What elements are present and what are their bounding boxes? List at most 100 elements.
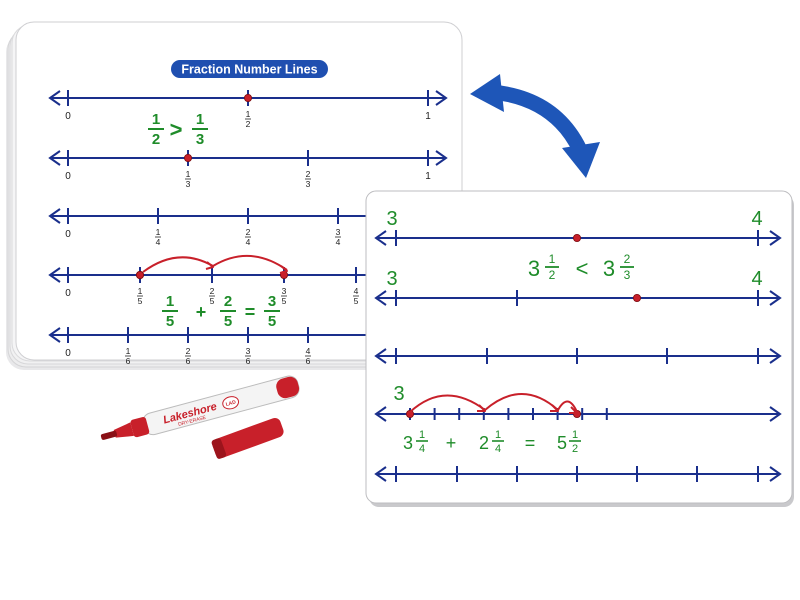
- comparison-left-den: 2: [152, 131, 160, 148]
- front-line-3: [374, 348, 782, 364]
- eq-equals: =: [525, 433, 536, 453]
- front-line-1-right-arrowhead: [769, 230, 782, 246]
- sum-a-den: 5: [166, 313, 174, 330]
- back-line-3-frac-den: 4: [246, 237, 251, 247]
- back-board-number-lines: 01120113230114243401152535450116263646: [48, 90, 448, 366]
- front-line-4-point-start: [405, 409, 414, 418]
- back-line-1-right-arrowhead: [435, 90, 448, 106]
- sum-a-num: 1: [166, 293, 174, 310]
- back-line-4-frac-num: 4: [354, 286, 359, 296]
- back-line-5-frac-num: 4: [306, 346, 311, 356]
- sum-plus: +: [196, 302, 207, 322]
- back-line-3-frac-num: 3: [336, 227, 341, 237]
- eq-frac-c-den: 2: [572, 443, 578, 455]
- eq-frac-b-num: 1: [495, 429, 501, 441]
- eq-frac-b-den: 4: [495, 443, 501, 455]
- cmp-whole-a: 3: [528, 256, 540, 281]
- front-line-2-left-arrowhead: [374, 290, 387, 306]
- back-line-2-right-arrowhead: [435, 150, 448, 166]
- double-headed-curved-arrow-icon: [470, 74, 600, 178]
- front-board: [365, 190, 794, 507]
- line4-start-label: 3: [393, 383, 404, 405]
- eq-plus: +: [446, 433, 457, 453]
- front-line-2-right-arrowhead: [769, 290, 782, 306]
- back-line-2-frac-num: 1: [186, 169, 191, 179]
- cmp-frac-a-num: 1: [549, 252, 556, 266]
- back-line-2-frac-num: 2: [306, 169, 311, 179]
- back-line-2-label-0: 0: [65, 171, 71, 182]
- sum-b-den: 5: [224, 313, 232, 330]
- front-hop-arrows: [409, 393, 578, 414]
- eq-frac-c-num: 1: [572, 429, 578, 441]
- marker-cap-badge: LAD: [225, 399, 237, 408]
- back-line-1-left-arrowhead: [48, 90, 61, 106]
- line2-left-label: 3: [386, 268, 397, 290]
- front-board-number-lines: [374, 230, 782, 482]
- back-line-4-point-start: [135, 270, 144, 279]
- front-line-5: [374, 466, 782, 482]
- comparison-left-num: 1: [152, 111, 160, 128]
- back-line-1-frac-num: 1: [246, 109, 251, 119]
- back-line-3-frac-num: 1: [156, 227, 161, 237]
- back-line-1-label-1: 1: [425, 111, 431, 122]
- front-line-3-right-arrowhead: [769, 348, 782, 364]
- eq-whole-a: 3: [403, 433, 413, 453]
- cmp-frac-b-den: 3: [624, 268, 631, 282]
- back-line-5-label-0: 0: [65, 348, 71, 359]
- sum-c-den: 5: [268, 313, 276, 330]
- back-line-4-frac-den: 5: [138, 296, 143, 306]
- back-line-4-frac-num: 2: [210, 286, 215, 296]
- front-line-1-point: [573, 233, 582, 242]
- front-handwriting: 3 4 3 4 3 1 2 < 3 2 3 3 3 1 4 + 2 1 4 = …: [386, 208, 762, 455]
- front-line-5-right-arrowhead: [769, 466, 782, 482]
- front-line-1-left-arrowhead: [374, 230, 387, 246]
- cmp-whole-b: 3: [603, 256, 615, 281]
- comparison-right-den: 3: [196, 131, 204, 148]
- line1-right-label: 4: [751, 208, 762, 230]
- front-line-4-right-arrowhead: [769, 406, 782, 422]
- back-line-4-frac-den: 5: [282, 296, 287, 306]
- back-line-1-frac-den: 2: [246, 119, 251, 129]
- back-line-1-point: [243, 94, 252, 103]
- sum-b-num: 2: [224, 293, 232, 310]
- back-line-3-frac-den: 4: [156, 237, 161, 247]
- back-line-3-label-0: 0: [65, 229, 71, 240]
- cmp-op: <: [576, 256, 589, 281]
- back-line-4-frac-num: 1: [138, 286, 143, 296]
- back-board-title-badge: Fraction Number Lines: [171, 60, 328, 78]
- eq-frac-a-den: 4: [419, 443, 425, 455]
- front-line-4: [374, 406, 782, 422]
- eq-whole-b: 2: [479, 433, 489, 453]
- line1-left-label: 3: [386, 208, 397, 230]
- eq-whole-c: 5: [557, 433, 567, 453]
- back-line-1-label-0: 0: [65, 111, 71, 122]
- back-line-2-frac-den: 3: [186, 179, 191, 189]
- back-line-2-label-1: 1: [425, 171, 431, 182]
- back-line-5-frac-den: 6: [126, 356, 131, 366]
- back-line-3-frac-den: 4: [336, 237, 341, 247]
- back-handwriting: 1 2 > 1 3 1 5 + 2 5 = 3 5: [148, 111, 280, 330]
- back-hop-arrows: [142, 255, 288, 274]
- back-line-4-frac-den: 5: [354, 296, 359, 306]
- back-board-stack: [6, 21, 463, 370]
- front-line-4-left-arrowhead: [374, 406, 387, 422]
- back-line-5-frac-num: 2: [186, 346, 191, 356]
- back-line-2-frac-den: 3: [306, 179, 311, 189]
- back-line-5-left-arrowhead: [48, 327, 61, 343]
- back-line-4-label-0: 0: [65, 288, 71, 299]
- front-line-2-point: [633, 293, 642, 302]
- comparison-right-num: 1: [196, 111, 204, 128]
- front-line-1: [374, 230, 782, 246]
- back-line-3-frac-num: 2: [246, 227, 251, 237]
- eq-frac-a-num: 1: [419, 429, 425, 441]
- marker-pen-icon: Lakeshore DRY-ERASE LAD: [100, 375, 300, 459]
- back-line-5-frac-den: 6: [306, 356, 311, 366]
- back-line-4-frac-den: 5: [210, 296, 215, 306]
- back-line-3-left-arrowhead: [48, 208, 61, 224]
- marker-cap: [211, 417, 284, 459]
- front-line-3-left-arrowhead: [374, 348, 387, 364]
- back-line-2-point: [183, 153, 192, 162]
